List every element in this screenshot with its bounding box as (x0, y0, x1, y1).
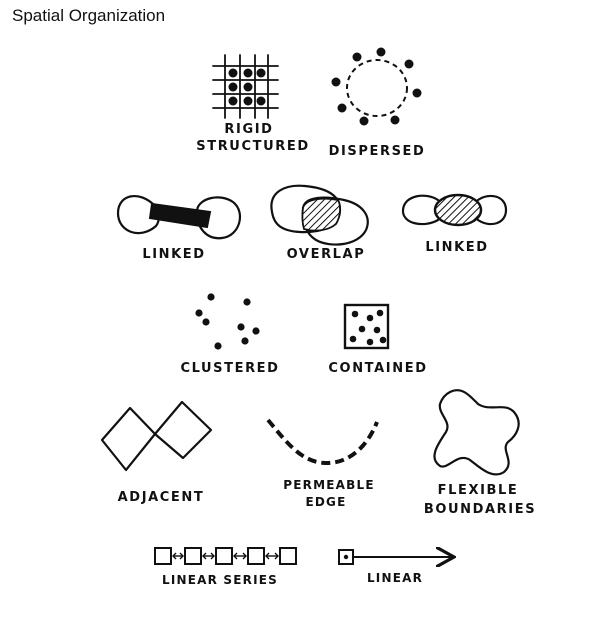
linked-right-icon (401, 193, 508, 227)
rigid-structured-grid-icon (212, 54, 279, 119)
label-boundaries: BOUNDARIES (424, 502, 536, 517)
label-linear: LINEAR (367, 571, 423, 585)
label-clustered: CLUSTERED (180, 361, 279, 376)
permeable-edge-icon (266, 418, 379, 466)
label-rigid: RIGID (224, 122, 273, 137)
linear-series-icon (154, 547, 297, 565)
label-permeable: PERMEABLE (283, 478, 374, 492)
flexible-boundaries-icon (433, 389, 520, 476)
rigid-structured-dots (228, 68, 266, 106)
contained-icon (343, 303, 390, 350)
linear-icon (338, 550, 452, 564)
linked-left-icon (116, 195, 242, 240)
label-adjacent: ADJACENT (118, 490, 205, 505)
label-linear-series: LINEAR SERIES (162, 573, 278, 587)
label-contained: CONTAINED (328, 361, 427, 376)
overlap-icon (270, 184, 369, 246)
label-linked-right: LINKED (425, 240, 488, 255)
label-flexible: FLEXIBLE (438, 483, 519, 498)
label-dispersed: DISPERSED (329, 144, 426, 159)
adjacent-icon (100, 400, 213, 472)
label-linked-left: LINKED (142, 247, 205, 262)
page-title: Spatial Organization (12, 6, 166, 25)
label-structured: STRUCTURED (196, 139, 309, 154)
label-edge: EDGE (305, 495, 346, 509)
clustered-icon (195, 293, 260, 350)
label-overlap: OVERLAP (287, 247, 366, 262)
dispersed-icon (331, 47, 422, 126)
